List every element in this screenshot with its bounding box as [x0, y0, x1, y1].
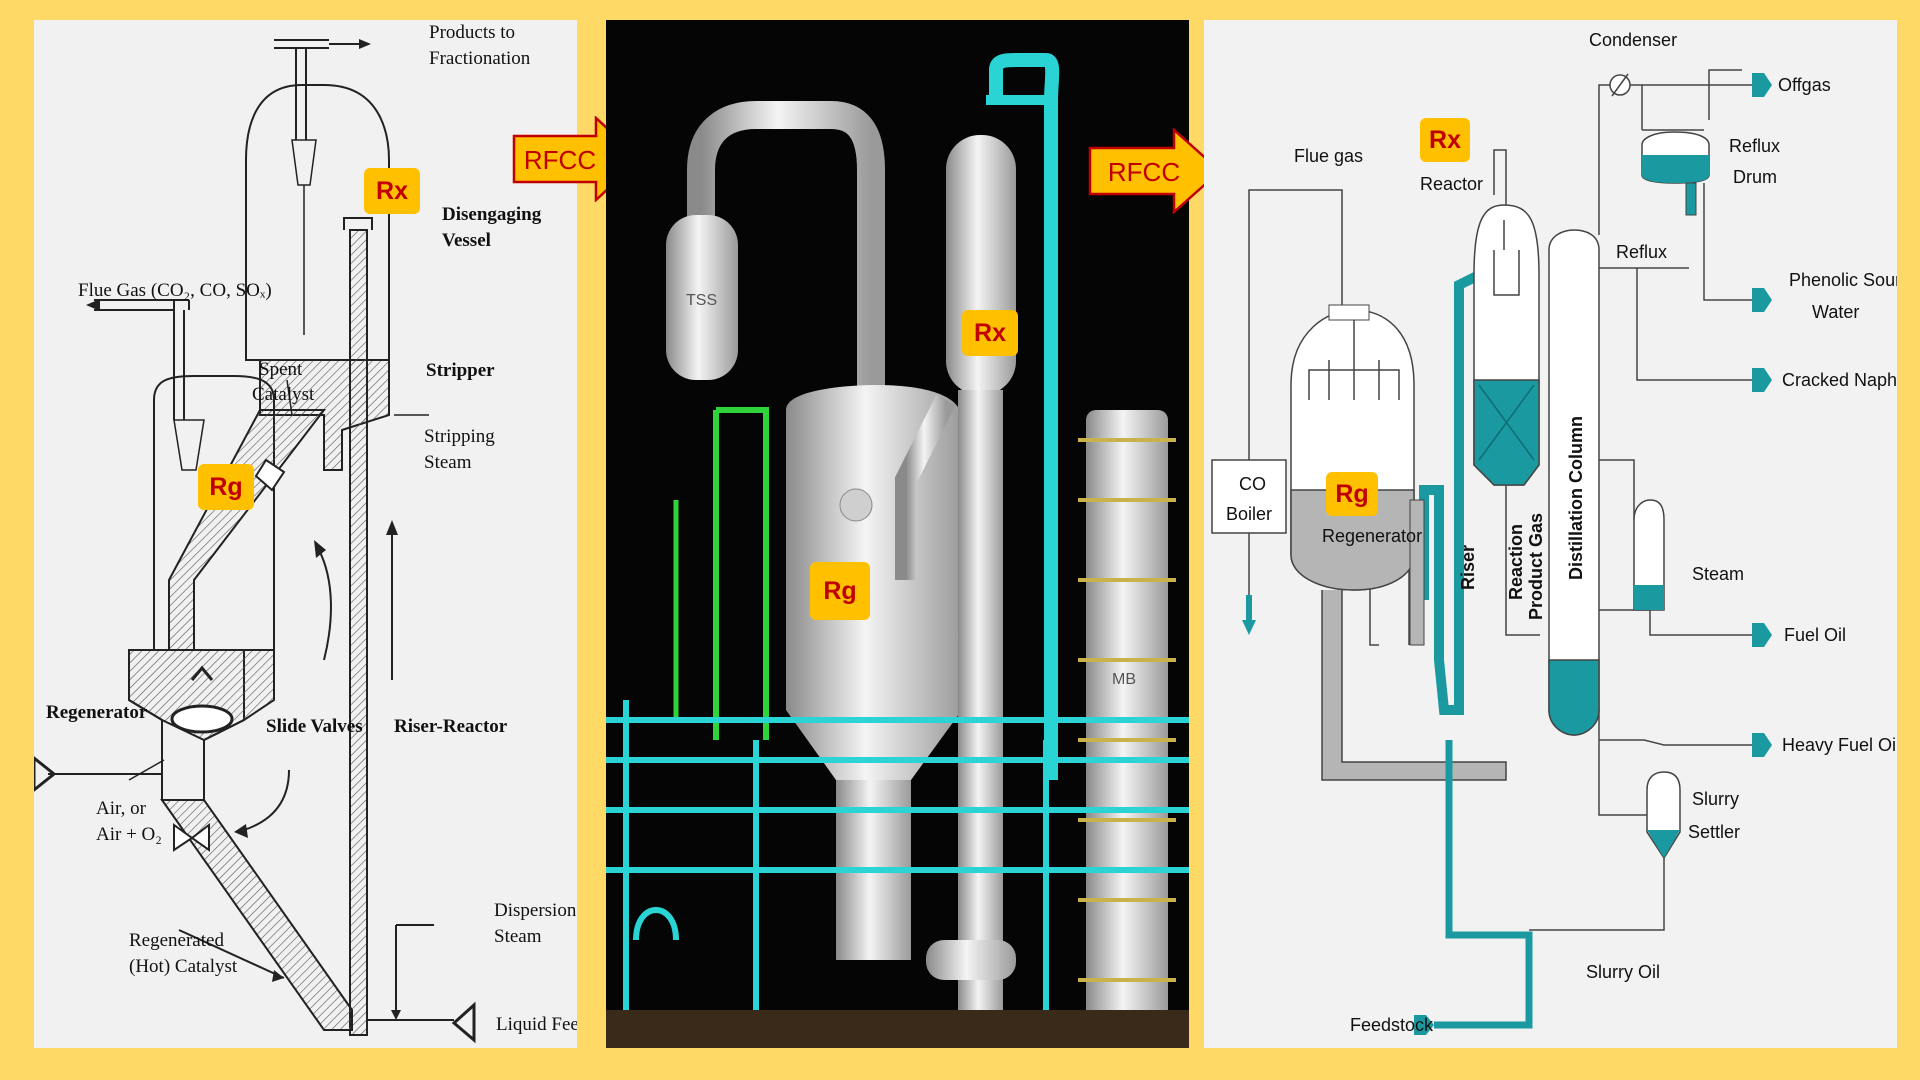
- label-distillation-column: Distillation Column: [1566, 416, 1586, 580]
- label-stripping: Stripping: [424, 426, 495, 447]
- tag-rg-model: Rg: [810, 562, 870, 620]
- tag-rx-model: Rx: [962, 310, 1018, 356]
- fcc-schematic-panel: Products to Fractionation Disengaging Ve…: [34, 20, 577, 1048]
- label-spent: Spent: [259, 359, 303, 380]
- label-products: Products to: [429, 22, 515, 43]
- tag-rg-pfd: Rg: [1326, 472, 1378, 516]
- label-slurry: Slurry: [1692, 789, 1739, 809]
- label-reflux: Reflux: [1616, 242, 1667, 262]
- label-cracked-naphtha: Cracked Naphtha: [1782, 370, 1897, 390]
- label-product-gas: Product Gas: [1526, 513, 1546, 620]
- label-riser: Riser: [1458, 545, 1478, 590]
- label-slurry-oil: Slurry Oil: [1586, 962, 1660, 982]
- label-stripper: Stripper: [426, 360, 495, 381]
- label-air-o2: Air + O₂: [96, 824, 162, 845]
- label-settler: Settler: [1688, 822, 1740, 842]
- label-liquid-feed: Liquid Feed: [496, 1014, 577, 1035]
- rfcc-arrow-2: RFCC: [1088, 127, 1222, 219]
- label-steam-3: Steam: [1692, 564, 1744, 584]
- label-offgas: Offgas: [1778, 75, 1831, 95]
- label-riser-reactor: Riser-Reactor: [394, 716, 508, 737]
- tag-rg-schematic: Rg: [198, 464, 254, 510]
- label-fuel-oil: Fuel Oil: [1784, 625, 1846, 645]
- label-flue-gas-3: Flue gas: [1294, 146, 1363, 166]
- tag-rx-pfd: Rx: [1420, 118, 1470, 162]
- label-regenerator: Regenerator: [46, 702, 148, 723]
- label-feedstock: Feedstock: [1350, 1015, 1434, 1035]
- label-mb: MB: [1112, 671, 1136, 688]
- label-fractionation: Fractionation: [429, 48, 531, 69]
- label-disengaging: Disengaging: [442, 204, 542, 225]
- label-reflux-drum-1: Reflux: [1729, 136, 1780, 156]
- rfcc-arrow-1-label: RFCC: [524, 145, 596, 175]
- label-phenolic-2: Water: [1812, 302, 1859, 322]
- label-slide-valves: Slide Valves: [266, 716, 363, 737]
- label-heavy-fuel-oil: Heavy Fuel Oil: [1782, 735, 1897, 755]
- label-reaction: Reaction: [1506, 524, 1526, 600]
- label-reflux-drum-2: Drum: [1733, 167, 1777, 187]
- label-regenerated: Regenerated: [129, 930, 224, 951]
- label-vessel: Vessel: [442, 230, 491, 251]
- label-catalyst: Catalyst: [252, 384, 315, 405]
- label-reactor: Reactor: [1420, 174, 1483, 194]
- label-boiler: Boiler: [1226, 504, 1272, 524]
- process-flow-diagram: Condenser Offgas Flue gas Reactor Reflux…: [1211, 30, 1897, 1035]
- label-condenser: Condenser: [1589, 30, 1677, 50]
- rfcc-arrow-2-label: RFCC: [1108, 157, 1180, 187]
- label-steam: Steam: [424, 452, 472, 473]
- fcc-schematic-drawing: Products to Fractionation Disengaging Ve…: [34, 22, 577, 1044]
- label-air-or: Air, or: [96, 798, 147, 819]
- plant-3d-model-panel: TSS MB: [606, 20, 1189, 1048]
- process-flow-panel: Condenser Offgas Flue gas Reactor Reflux…: [1204, 20, 1897, 1048]
- label-tss: TSS: [686, 292, 717, 309]
- label-dispersion: Dispersion: [494, 900, 577, 921]
- label-dispersion-steam: Steam: [494, 926, 542, 947]
- tag-rx-schematic: Rx: [364, 168, 420, 214]
- label-flue-gas: Flue Gas (CO₂, CO, SOₓ): [78, 280, 272, 301]
- label-phenolic-1: Phenolic Sour: [1789, 270, 1897, 290]
- label-co: CO: [1239, 474, 1266, 494]
- label-hot-catalyst: (Hot) Catalyst: [129, 956, 238, 977]
- label-regenerator-3: Regenerator: [1322, 526, 1422, 546]
